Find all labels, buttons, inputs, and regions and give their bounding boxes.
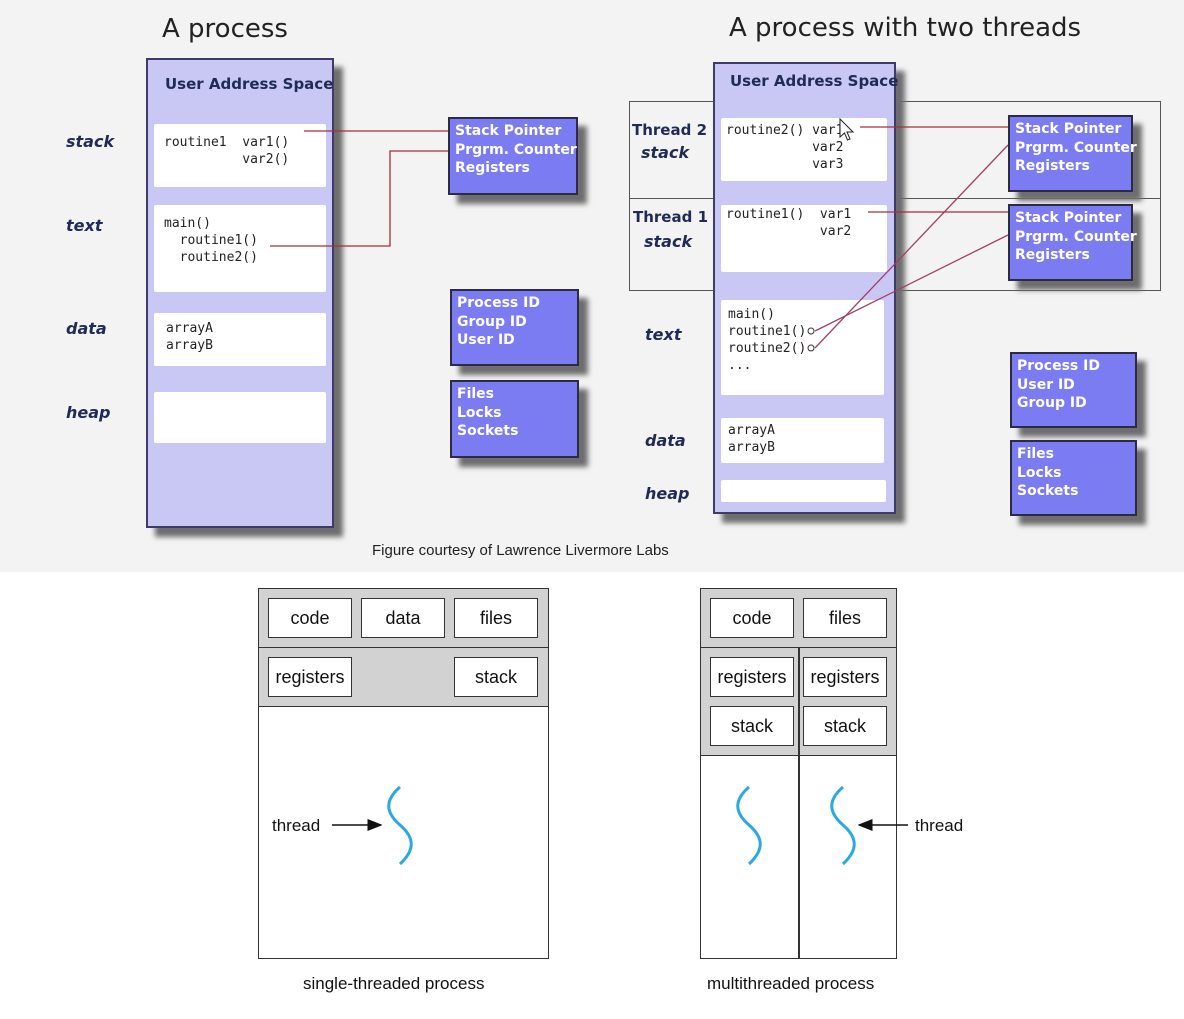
single-data-segment: [154, 313, 326, 366]
single-code-box: code: [268, 598, 352, 638]
single-stack-box-bottom: stack: [454, 657, 538, 697]
multi-registers-box-2: registers: [803, 657, 887, 697]
thread2-stack-label: stack: [641, 143, 690, 162]
multi-thread-squiggle-2: [830, 785, 856, 866]
files-line: Files: [457, 386, 494, 402]
ids-line: Process ID: [457, 295, 540, 311]
registers-line: Registers: [1015, 158, 1090, 174]
single-data-box: data: [361, 598, 445, 638]
multi-thread-divider: [798, 648, 800, 958]
single-stack-segment: [154, 124, 326, 187]
single-registers-box-bottom: registers: [268, 657, 352, 697]
single-text-segment: [154, 205, 326, 292]
connector-lines: [270, 117, 1009, 352]
threads-data-label: data: [645, 431, 686, 450]
thread1-stack-label: stack: [644, 232, 693, 251]
registers-line: Prgrm. Counter: [455, 141, 577, 158]
multithreaded-caption: multithreaded process: [707, 974, 875, 993]
threads-ids-box: Process ID User ID Group ID: [1010, 352, 1137, 428]
multi-registers-box-1: registers: [710, 657, 794, 697]
multi-stack-box-1: stack: [710, 706, 794, 746]
ids-line: User ID: [1017, 376, 1075, 393]
threads-files-box: Files Locks Sockets: [1010, 440, 1137, 516]
single-threaded-caption: single-threaded process: [303, 974, 485, 993]
mouse-cursor-icon: [839, 117, 855, 141]
threads-heap-segment: [721, 480, 886, 502]
routine2-marker: [807, 344, 815, 352]
routine1-to-thread1-connector: [814, 234, 1009, 332]
single-stack-content: routine1 var1() var2(): [164, 135, 290, 167]
files-line: Locks: [457, 404, 502, 421]
files-line: Sockets: [1017, 483, 1079, 499]
threads-text-segment: [721, 300, 884, 395]
single-thread-squiggle: [387, 785, 413, 866]
ids-line: Group ID: [457, 313, 527, 330]
threads-text-content: main() routine1() routine2() ...: [728, 307, 807, 373]
multi-thread-label: thread: [915, 816, 964, 835]
files-line: Locks: [1017, 464, 1062, 481]
multi-thread-squiggle-1: [736, 785, 762, 866]
threads-address-space-title: User Address Space: [730, 72, 899, 90]
threads-data-segment: [721, 418, 884, 463]
ids-line: Group ID: [1017, 395, 1087, 411]
ids-line: User ID: [457, 332, 515, 348]
registers-line: Stack Pointer: [1015, 121, 1122, 137]
thread2-registers-box: Stack Pointer Prgrm. Counter Registers: [1008, 115, 1137, 192]
registers-line: Prgrm. Counter: [1015, 139, 1137, 156]
two-threads-title: A process with two threads: [729, 13, 1082, 43]
single-text-label: text: [66, 216, 103, 235]
multi-stack-box-2: stack: [803, 706, 887, 746]
single-heap-segment: [154, 392, 326, 443]
thread2-stack-content: routine2() var1 var2 var3: [726, 123, 844, 172]
single-heap-label: heap: [66, 403, 111, 422]
routine2-to-thread2-connector: [814, 144, 1009, 349]
registers-line: Stack Pointer: [455, 123, 562, 139]
thread2-stack-segment: [721, 118, 887, 181]
routine1-marker: [807, 327, 815, 335]
figure-caption: Figure courtesy of Lawrence Livermore La…: [372, 542, 669, 559]
registers-line: Registers: [1015, 247, 1090, 263]
single-stack-label: stack: [66, 132, 115, 151]
single-files-box: Files Locks Sockets: [450, 380, 579, 458]
registers-line: Stack Pointer: [1015, 210, 1122, 226]
threads-text-label: text: [645, 325, 682, 344]
thread1-registers-box: Stack Pointer Prgrm. Counter Registers: [1008, 204, 1137, 281]
single-text-connector: [270, 150, 448, 247]
thread2-name: Thread 2: [632, 121, 707, 139]
single-thread-label: thread: [272, 816, 321, 835]
multi-files-box: files: [803, 598, 887, 638]
single-data-content: arrayA arrayB: [166, 321, 213, 353]
threads-heap-label: heap: [645, 484, 690, 503]
thread1-stack-segment: [721, 205, 887, 272]
registers-line: Registers: [455, 160, 530, 176]
single-registers-box: Stack Pointer Prgrm. Counter Registers: [448, 117, 578, 195]
files-line: Files: [1017, 446, 1054, 462]
multi-code-box: code: [710, 598, 794, 638]
thread1-name: Thread 1: [633, 208, 708, 226]
single-ids-box: Process ID Group ID User ID: [450, 289, 579, 366]
files-line: Sockets: [457, 423, 519, 439]
single-text-content: main() routine1() routine2(): [164, 216, 258, 265]
ids-line: Process ID: [1017, 358, 1100, 374]
single-files-box-bottom: files: [454, 598, 538, 638]
single-address-space-title: User Address Space: [165, 75, 334, 93]
threads-data-content: arrayA arrayB: [728, 423, 775, 455]
single-data-label: data: [66, 319, 107, 338]
thread1-stack-content: routine1() var1 var2: [726, 207, 852, 239]
registers-line: Prgrm. Counter: [1015, 228, 1137, 245]
single-process-title: A process: [162, 14, 288, 44]
